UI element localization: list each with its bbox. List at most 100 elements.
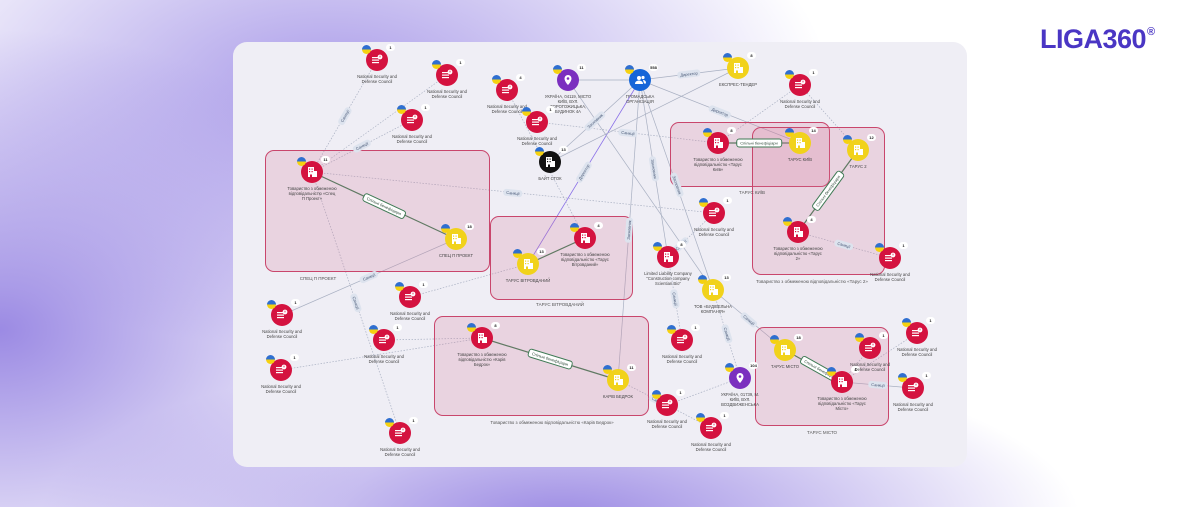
ukraine-flag-icon [625,65,634,74]
connection-count-badge: 4 [516,74,525,81]
graph-node-owner[interactable]: 13 [513,248,546,275]
graph-node-company[interactable]: 4 [570,222,603,249]
graph-node-nsdc[interactable]: 1 [875,242,908,269]
graph-node-company[interactable]: 4 [783,216,816,243]
graph-node-nsdc[interactable]: 1 [652,389,685,416]
connection-count-badge: 4 [807,216,816,223]
graph-node-owner[interactable]: 18 [770,334,803,361]
graph-edge[interactable] [549,67,739,163]
graph-edge[interactable] [797,231,891,259]
node-label: National Security and Defense Council [870,272,910,282]
edge-label: Санкції [502,188,524,197]
node-label: ТАРУС 2 [849,164,867,169]
connection-count-badge: 8 [747,52,756,59]
graph-node-company[interactable]: 8 [703,127,736,154]
graph-edge[interactable] [311,171,401,434]
graph-node-owner[interactable]: 18 [441,223,474,250]
graph-edge[interactable] [666,404,712,429]
node-label: УКРАЇНА, 04119, МІСТО КИЇВ, ВУЛ. ДОРОГОЖ… [544,94,592,114]
connection-count-badge: 4 [594,222,603,229]
edge-label: Санкції [617,127,638,138]
graph-node-location[interactable]: 11 [553,64,586,91]
graph-node-person[interactable]: 558 [625,64,658,91]
cluster-box[interactable] [434,316,649,416]
cluster-label: СПЕЦ П ПРОЕКТ [299,276,337,281]
ukraine-flag-icon [667,325,676,334]
graph-edge[interactable] [799,84,859,151]
graph-node-nsdc[interactable]: 1 [385,417,418,444]
node-label: ТАРУС ВІТРОВДАНИЙ [505,278,551,283]
graph-edge[interactable] [383,337,483,341]
graph-node-company[interactable]: 11 [297,156,330,183]
graph-node-company[interactable]: 8 [467,322,500,349]
ukraine-flag-icon [843,135,852,144]
graph-node-owner[interactable]: 14 [785,127,818,154]
cluster-box[interactable] [490,216,633,300]
node-label: National Security and Defense Council [517,136,557,146]
graph-node-nsdc[interactable]: 1 [667,324,700,351]
graph-node-owner[interactable]: 11 [603,364,636,391]
graph-node-nsdc[interactable]: 1 [432,59,465,86]
graph-node-location[interactable]: 104 [725,362,758,389]
node-label: БАЙТ СТОК [538,176,562,181]
graph-node-owner[interactable]: 8 [723,52,756,79]
connection-count-badge: 13 [722,274,731,281]
building-icon [852,144,864,156]
ukraine-flag-icon [902,318,911,327]
node-label: Товариство з обмеженою відповідальністю … [560,252,610,267]
liga360-logo: LIGA360® [1040,24,1155,55]
graph-node-company[interactable]: 8 [653,241,686,268]
graph-edge[interactable] [409,263,529,298]
graph-node-owner[interactable]: 12 [843,134,876,161]
ukraine-flag-icon [898,373,907,382]
building-icon [476,332,488,344]
ukraine-flag-icon [703,128,712,137]
graph-node-company[interactable]: 4 [827,366,860,393]
graph-node-black[interactable]: 13 [535,146,568,173]
graph-edge[interactable] [567,79,714,291]
graph-node-nsdc[interactable]: 1 [395,281,428,308]
graph-node-nsdc[interactable]: 4 [492,74,525,101]
graph-node-nsdc[interactable]: 1 [855,332,888,359]
connection-count-badge: 1 [676,389,685,396]
ukraine-flag-icon [266,355,275,364]
sanctions-document-icon [907,382,919,394]
graph-node-nsdc[interactable]: 1 [785,69,818,96]
building-icon [450,233,462,245]
sanctions-document-icon [864,342,876,354]
node-label: ТАРУС КИЇВ [787,157,813,162]
graph-node-nsdc[interactable]: 1 [902,317,935,344]
graph-node-nsdc[interactable]: 1 [397,104,430,131]
graph-edge[interactable] [311,59,378,173]
logo-text: LIGA360 [1040,24,1147,54]
graph-edge[interactable] [280,337,483,371]
graph-node-nsdc[interactable]: 1 [898,372,931,399]
graph-edge[interactable] [311,119,413,173]
graph-node-nsdc[interactable]: 1 [699,197,732,224]
graph-edge[interactable] [666,377,741,406]
ukraine-flag-icon [522,107,531,116]
graph-node-owner[interactable]: 13 [698,274,731,301]
node-label: Limited Liability Company "Construction … [644,271,692,286]
graph-node-nsdc[interactable]: 1 [266,354,299,381]
graph-node-nsdc[interactable]: 1 [267,299,300,326]
graph-node-nsdc[interactable]: 1 [696,412,729,439]
connection-count-badge: 18 [465,223,474,230]
sanctions-document-icon [501,84,513,96]
sanctions-document-icon [404,291,416,303]
graph-node-nsdc[interactable]: 1 [362,44,395,71]
logo-mark: ® [1147,26,1155,38]
connection-count-badge: 104 [749,362,758,369]
connection-count-badge: 1 [926,317,935,324]
node-label: Товариство з обмеженою відповідальністю … [457,352,507,367]
ukraine-flag-icon [267,300,276,309]
graph-node-nsdc[interactable]: 1 [522,106,555,133]
graph-edge[interactable] [506,89,586,239]
sanctions-document-icon [708,207,720,219]
node-label: National Security and Defense Council [662,354,702,364]
connection-count-badge: 18 [794,334,803,341]
graph-edge[interactable] [311,74,448,173]
graph-node-nsdc[interactable]: 1 [369,324,402,351]
